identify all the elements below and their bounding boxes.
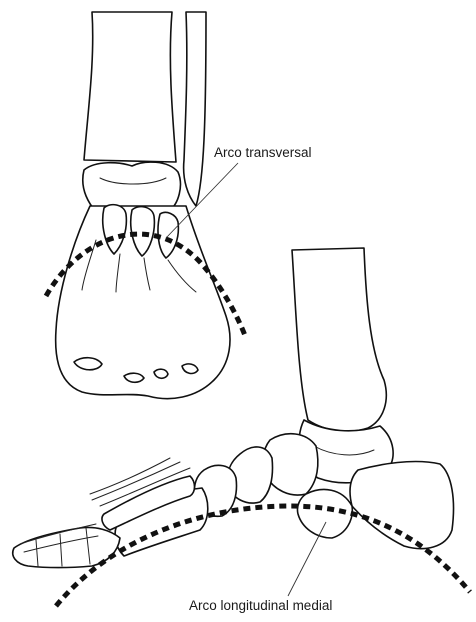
longitudinal-arch-leader (288, 522, 326, 596)
calcaneus (350, 462, 454, 549)
talus-posterior (83, 162, 181, 212)
tibia-shaft (84, 12, 176, 162)
tibia-lateral (292, 248, 386, 431)
fibula-shaft (184, 12, 206, 206)
medial-longitudinal-arch-label: Arco longitudinal medial (189, 599, 332, 613)
posterior-foot-view (46, 12, 246, 399)
toe-pad-3 (154, 369, 168, 378)
transverse-arch-label: Arco transversal (214, 146, 312, 160)
